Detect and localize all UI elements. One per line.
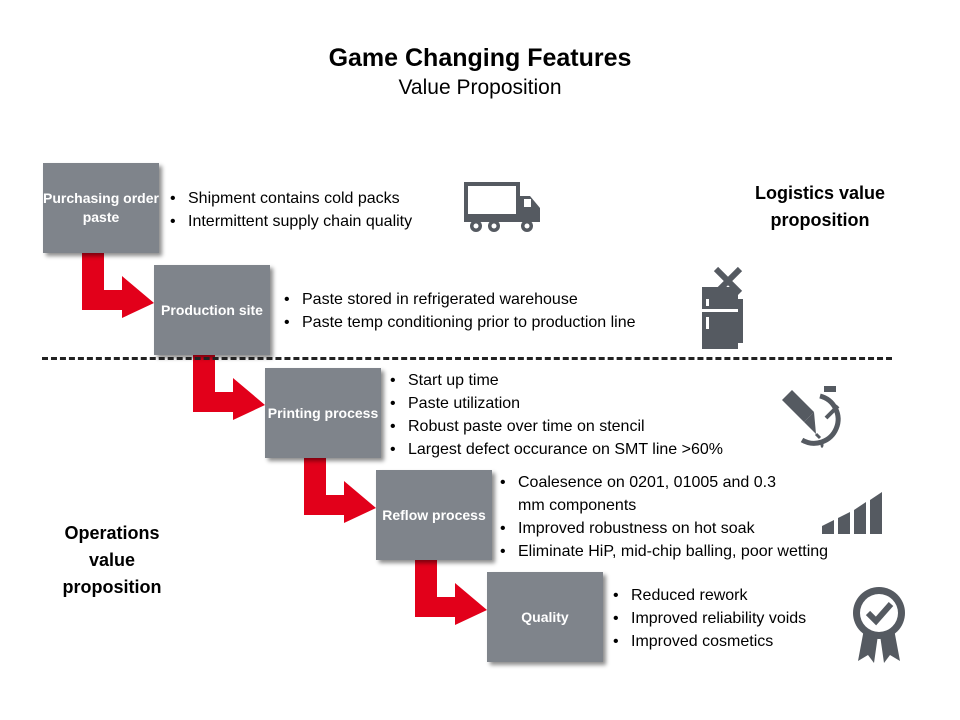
logistics-operations-divider	[42, 357, 892, 360]
logistics-label: Logistics value proposition	[754, 183, 886, 230]
bullets-reflow: Coalesence on 0201, 01005 and 0.3 mm com…	[498, 471, 828, 563]
bullets-production: Paste stored in refrigerated warehouse P…	[282, 288, 636, 334]
list-item: Coalesence on 0201, 01005 and 0.3 mm com…	[498, 471, 798, 517]
list-item: Largest defect occurance on SMT line >60…	[388, 438, 723, 461]
flow-arrow-2	[193, 354, 265, 420]
list-item: Robust paste over time on stencil	[388, 415, 723, 438]
dispenser-timer-icon	[782, 386, 841, 448]
list-item: Reduced rework	[611, 584, 806, 607]
bullets-purchasing: Shipment contains cold packs Intermitten…	[168, 187, 412, 233]
step-purchasing-order-paste: Purchasing order paste	[43, 163, 159, 253]
list-item: Intermittent supply chain quality	[168, 210, 412, 233]
list-item: Improved robustness on hot soak	[498, 517, 798, 540]
page-subtitle: Value Proposition	[398, 76, 562, 99]
flow-arrow-3	[304, 457, 376, 523]
truck-icon	[464, 182, 540, 232]
list-item: Paste stored in refrigerated warehouse	[282, 288, 636, 311]
flow-arrow-4	[415, 559, 487, 625]
step-label: Quality	[521, 608, 569, 625]
list-item: Paste utilization	[388, 392, 723, 415]
step-printing-process: Printing process	[265, 368, 381, 458]
step-label: Production site	[161, 301, 263, 318]
list-item: Shipment contains cold packs	[168, 187, 412, 210]
bullets-printing: Start up time Paste utilization Robust p…	[388, 369, 723, 461]
list-item: Start up time	[388, 369, 723, 392]
step-label: Purchasing order paste	[43, 190, 159, 225]
check-badge-icon	[853, 587, 905, 663]
page-title: Game Changing Features	[328, 44, 632, 72]
bullets-quality: Reduced rework Improved reliability void…	[611, 584, 806, 653]
list-item: Paste temp conditioning prior to product…	[282, 311, 636, 334]
list-item: Improved cosmetics	[611, 630, 806, 653]
step-production-site: Production site	[154, 265, 270, 355]
list-item: Improved reliability voids	[611, 607, 806, 630]
operations-label: Operations value proposition	[62, 523, 162, 597]
step-label: Reflow process	[382, 506, 486, 523]
step-reflow-process: Reflow process	[376, 470, 492, 560]
list-item: Eliminate HiP, mid-chip balling, poor we…	[498, 540, 828, 563]
refrigerator-x-icon	[702, 266, 743, 349]
flow-arrow-1	[82, 252, 154, 318]
step-quality: Quality	[487, 572, 603, 662]
rising-bars-icon	[822, 492, 882, 534]
step-label: Printing process	[267, 404, 379, 421]
